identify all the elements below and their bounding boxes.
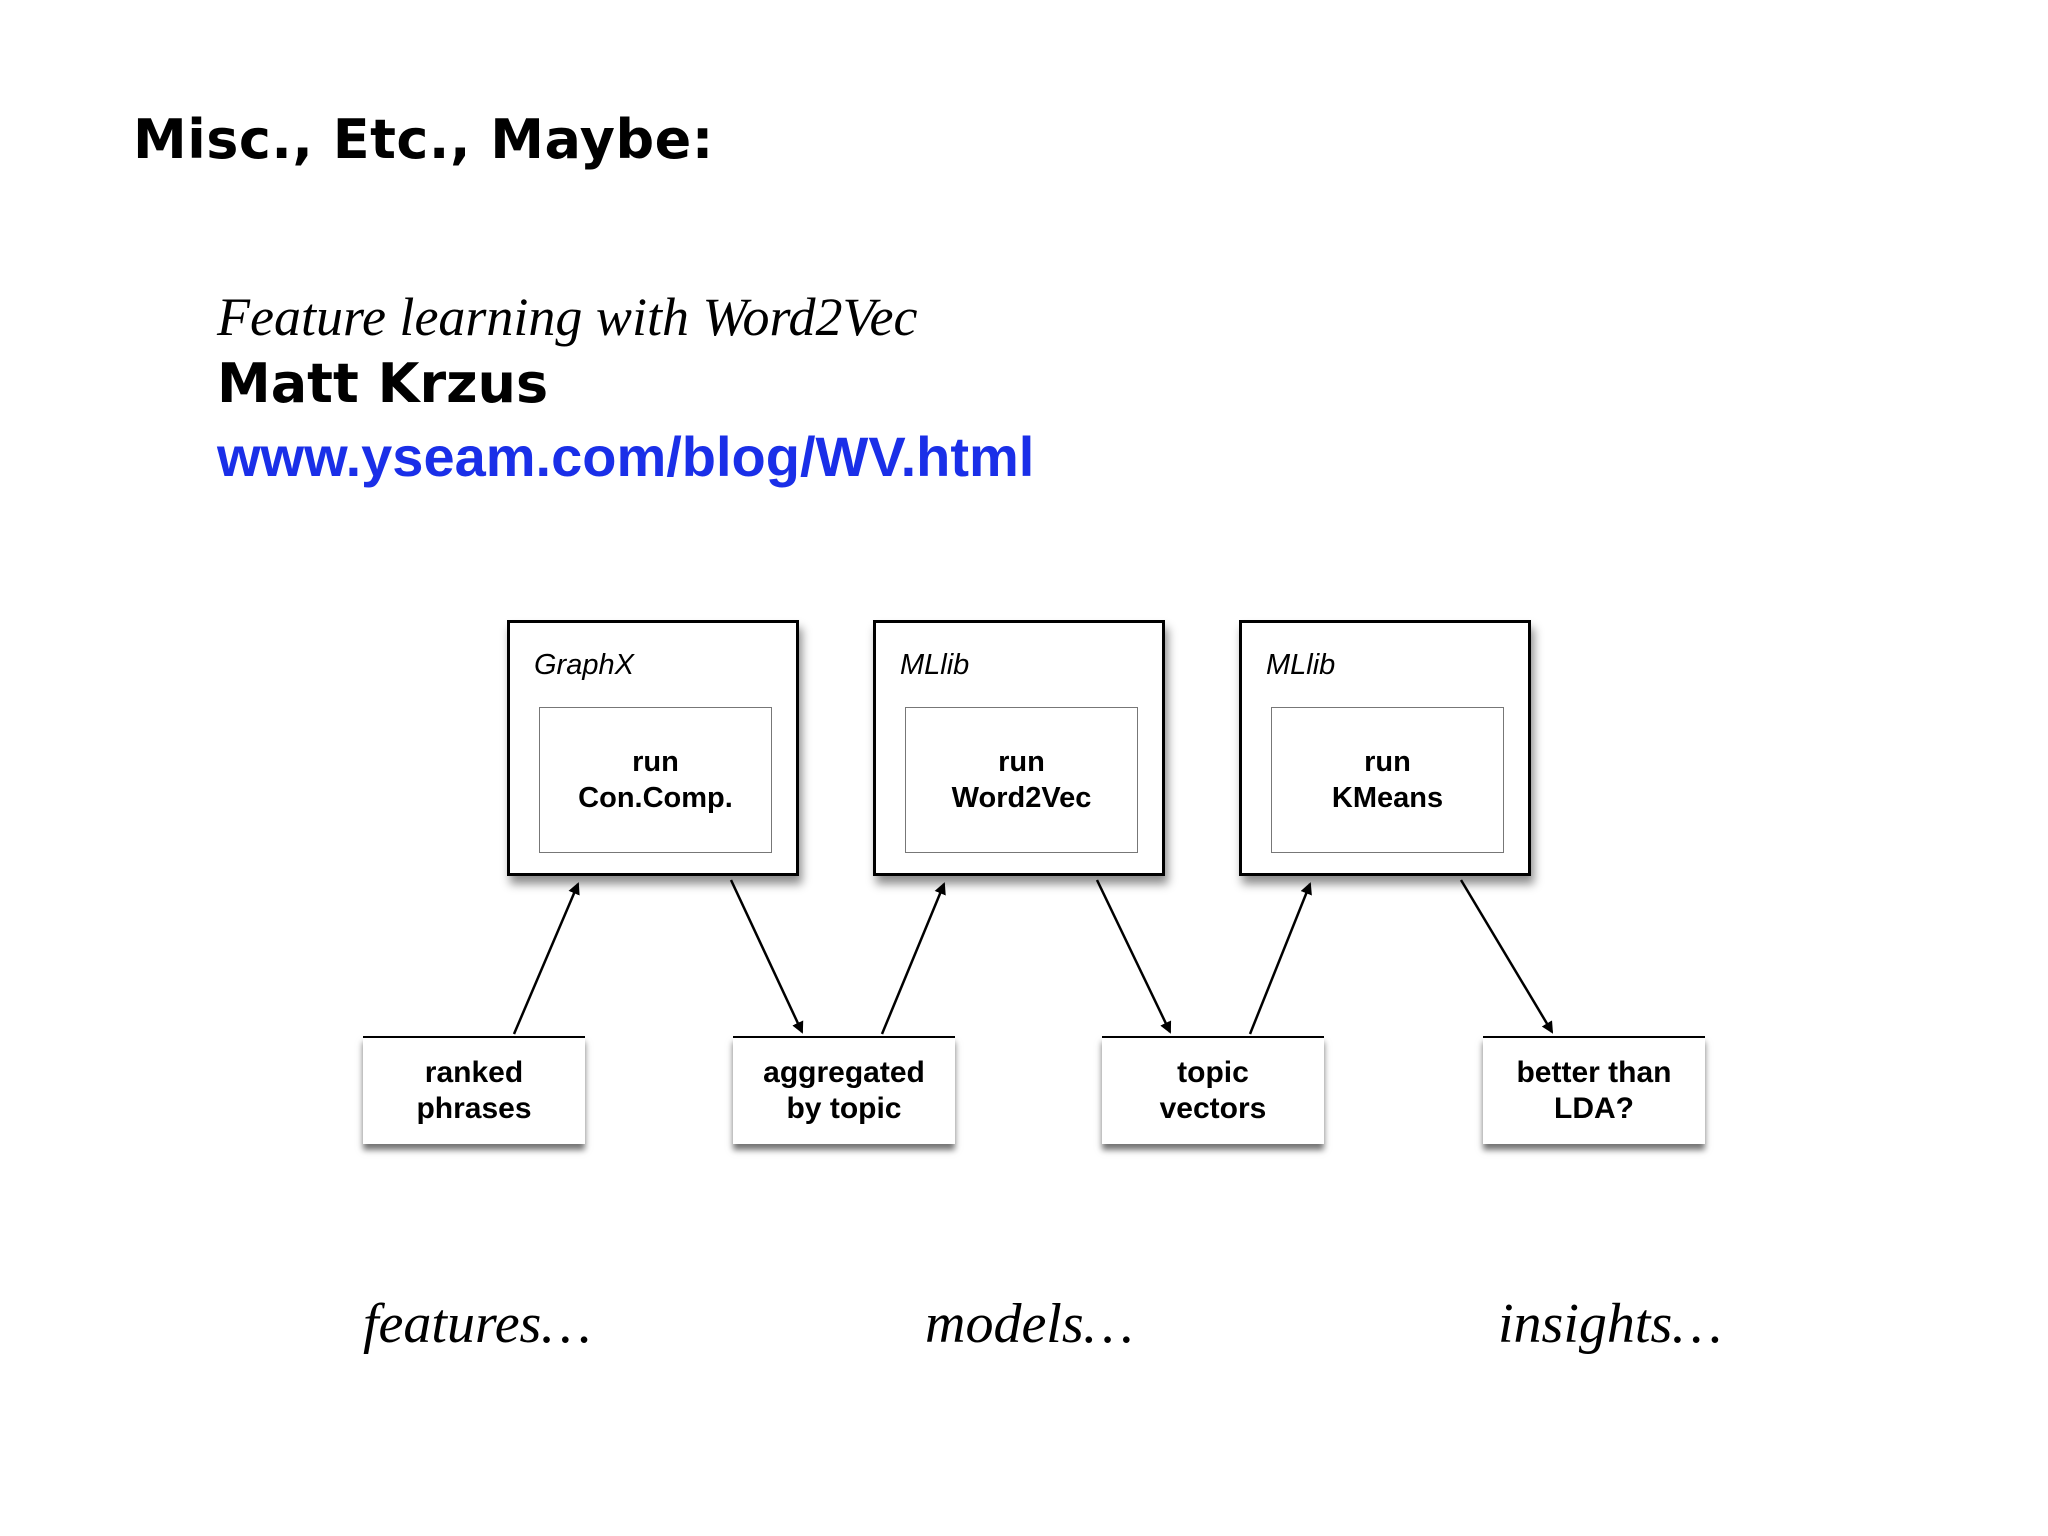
data-box-aggregated-by-topic: aggregated by topic bbox=[733, 1036, 955, 1144]
slide-title: Misc., Etc., Maybe: bbox=[133, 108, 714, 171]
arrow-word2vec-to-topic bbox=[1095, 879, 1172, 1034]
stage-box-kmeans: MLlib run KMeans bbox=[1239, 620, 1531, 876]
stage-box-graphx: GraphX run Con.Comp. bbox=[507, 620, 799, 876]
data-box-line2: by topic bbox=[786, 1092, 902, 1125]
data-box-line2: vectors bbox=[1159, 1092, 1267, 1125]
phase-label-insights: insights… bbox=[1498, 1293, 1723, 1355]
data-box-better-than-lda: better than LDA? bbox=[1483, 1036, 1705, 1144]
stage-box-word2vec: MLlib run Word2Vec bbox=[873, 620, 1165, 876]
stage-operation-box: run Con.Comp. bbox=[539, 707, 772, 853]
stage-library-label: GraphX bbox=[534, 649, 634, 681]
stage-operation-line1: run bbox=[998, 746, 1045, 778]
stage-library-label: MLlib bbox=[1266, 649, 1336, 681]
arrow-kmeans-to-lda bbox=[1459, 879, 1554, 1034]
reference-title: Feature learning with Word2Vec bbox=[217, 287, 918, 347]
data-box-line1: ranked bbox=[424, 1056, 524, 1089]
reference-url-link[interactable]: www.yseam.com/blog/WV.html bbox=[217, 425, 1035, 488]
stage-operation-box: run Word2Vec bbox=[905, 707, 1138, 853]
phase-label-models: models… bbox=[925, 1293, 1134, 1355]
stage-library-label: MLlib bbox=[900, 649, 970, 681]
stage-operation-box: run KMeans bbox=[1271, 707, 1504, 853]
data-box-ranked-phrases: ranked phrases bbox=[363, 1036, 585, 1144]
stage-operation-line2: Con.Comp. bbox=[578, 782, 733, 814]
data-box-topic-vectors: topic vectors bbox=[1102, 1036, 1324, 1144]
arrow-aggregated-to-word2vec bbox=[880, 882, 946, 1035]
data-box-line1: better than bbox=[1516, 1056, 1672, 1089]
data-box-line1: aggregated bbox=[763, 1056, 925, 1089]
data-box-line2: LDA? bbox=[1554, 1092, 1634, 1125]
arrow-topic-to-kmeans bbox=[1248, 882, 1312, 1035]
stage-operation-line1: run bbox=[1364, 746, 1411, 778]
data-box-line1: topic bbox=[1177, 1056, 1249, 1089]
arrow-ranked-to-graphx bbox=[512, 882, 580, 1035]
phase-label-features: features… bbox=[363, 1293, 592, 1355]
data-box-line2: phrases bbox=[416, 1092, 532, 1125]
stage-operation-line2: KMeans bbox=[1331, 782, 1444, 814]
stage-operation-line1: run bbox=[632, 746, 679, 778]
stage-operation-line2: Word2Vec bbox=[951, 782, 1092, 814]
reference-author: Matt Krzus bbox=[217, 352, 549, 415]
arrow-graphx-to-aggregated bbox=[729, 879, 804, 1034]
